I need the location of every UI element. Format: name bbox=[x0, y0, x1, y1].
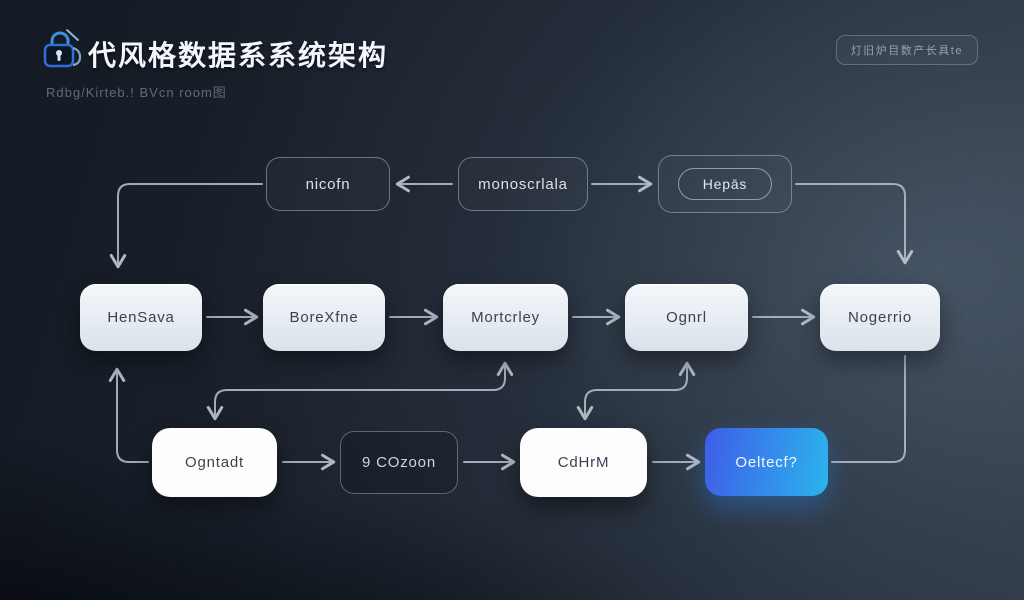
node-label: nicofn bbox=[305, 175, 351, 193]
edge-nogerrio-oeltecf bbox=[831, 355, 906, 463]
edge-mortcrley-ogntadt bbox=[206, 361, 514, 421]
node-ogntadt: Ogntadt bbox=[152, 428, 277, 497]
node-nogerrio: Nogerrio bbox=[820, 284, 940, 351]
node-hepas: Hepās bbox=[658, 155, 792, 213]
node-cdhrm: CdHrM bbox=[520, 428, 647, 497]
node-hensava: HenSava bbox=[80, 284, 202, 351]
node-label: monoscrlala bbox=[478, 175, 568, 193]
node-borexfne: BoreXfne bbox=[263, 284, 385, 351]
node-label: Ognrl bbox=[666, 309, 707, 326]
node-label-pill: Hepās bbox=[677, 168, 773, 200]
node-label: Ogntadt bbox=[185, 454, 244, 471]
edge-hepas-nogerrio bbox=[795, 183, 914, 265]
node-mortcrley: Mortcrley bbox=[443, 284, 568, 351]
node-oeltecf: Oeltecf? bbox=[705, 428, 828, 496]
edge-ognrl-cdhrm bbox=[576, 361, 696, 421]
edge-ogntadt-hensava bbox=[108, 367, 149, 463]
node-monoscrlala: monoscrlala bbox=[458, 157, 588, 211]
node-label: BoreXfne bbox=[289, 309, 359, 326]
logo-lock-icon bbox=[43, 29, 82, 68]
edge-nicofn-hensava bbox=[109, 183, 263, 269]
node-label: Mortcrley bbox=[471, 309, 540, 326]
node-nicofn: nicofn bbox=[266, 157, 390, 211]
page-subtitle: Rdbg/Kirteb.! BVcn room图 bbox=[46, 85, 227, 100]
node-label: 9 COzoon bbox=[362, 454, 436, 471]
node-label: HenSava bbox=[107, 309, 175, 326]
corner-badge: 灯旧炉目数产长具te bbox=[835, 35, 978, 65]
node-label: Nogerrio bbox=[848, 309, 912, 326]
node-ognrl: Ognrl bbox=[625, 284, 748, 351]
node-label: Oeltecf? bbox=[735, 453, 798, 471]
node-cozoon: 9 COzoon bbox=[340, 431, 458, 494]
page-title: 代风格数据系系统架构 bbox=[88, 40, 389, 71]
node-label: CdHrM bbox=[557, 454, 610, 471]
